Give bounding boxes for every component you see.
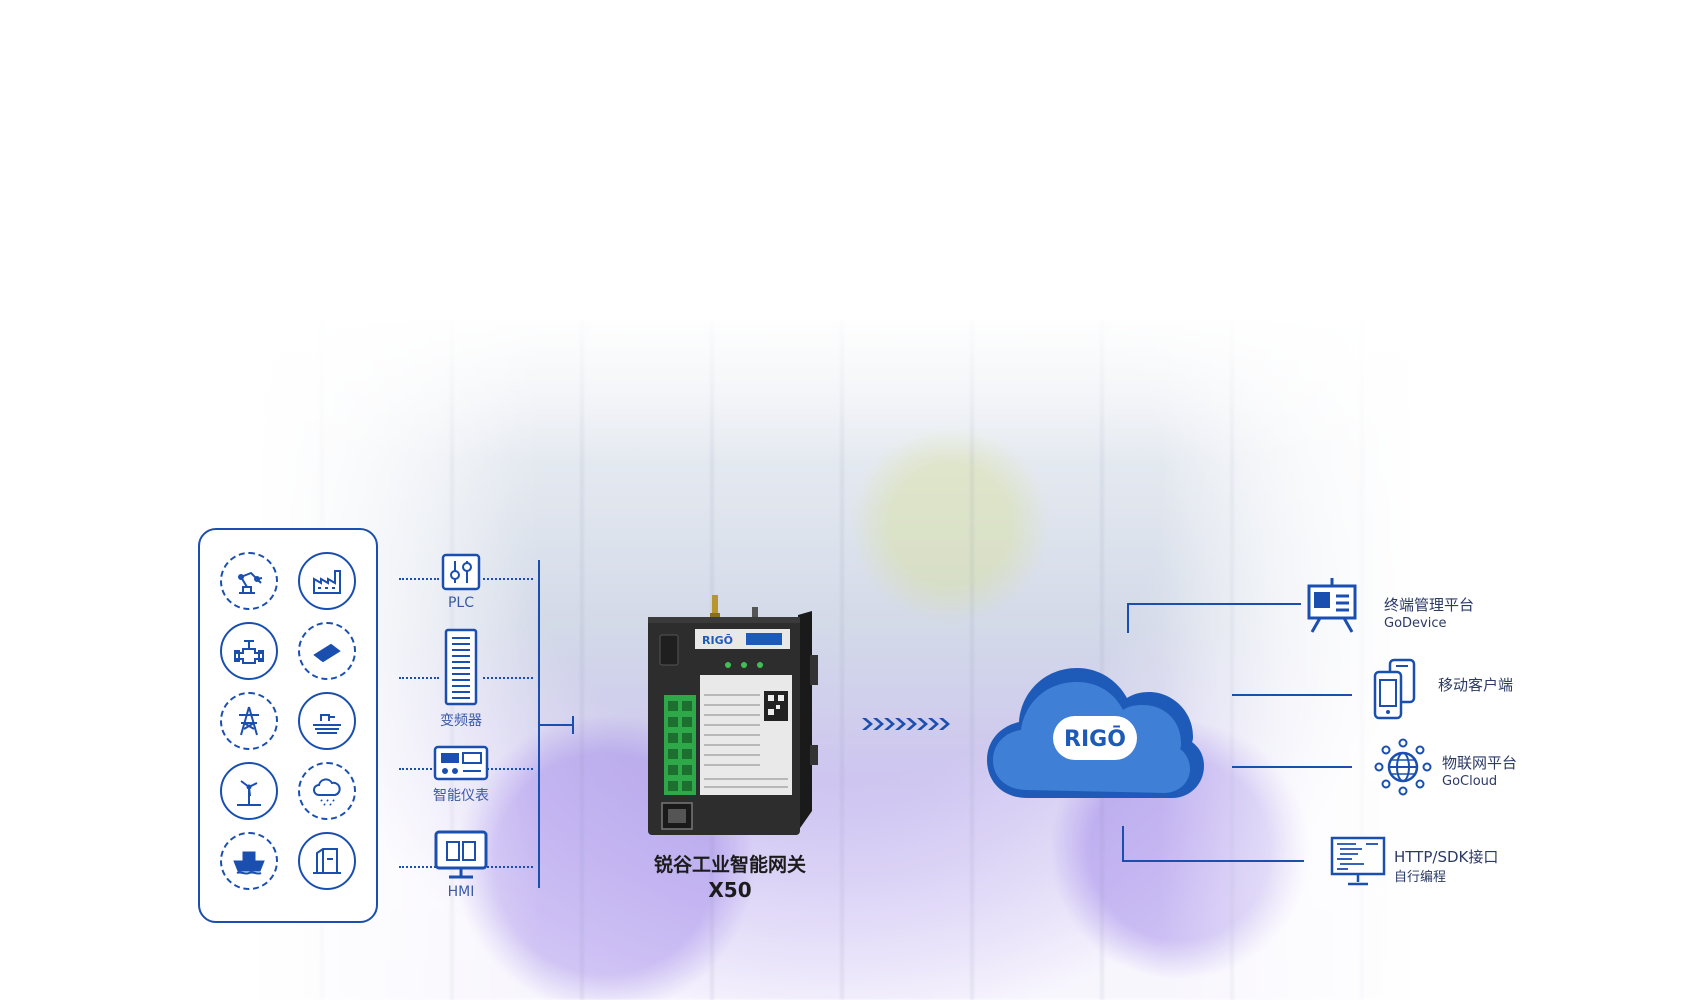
vfd-dotted-link-left (399, 677, 439, 679)
hmi-node: HMI (433, 830, 489, 900)
hmi-label: HMI (447, 884, 475, 900)
terminal-link-horizontal (1127, 603, 1301, 605)
field-icon (298, 692, 356, 750)
weather-cloud-icon (298, 762, 356, 820)
presentation-board-icon (1307, 578, 1357, 633)
ship-icon (220, 832, 278, 890)
meter-label: 智能仪表 (433, 788, 489, 804)
plc-label: PLC (447, 595, 475, 611)
power-tower-icon (220, 692, 278, 750)
terminal-platform-sub: GoDevice (1384, 616, 1447, 631)
vfd-label: 变频器 (440, 713, 482, 729)
iot-globe-icon (1374, 738, 1432, 796)
hmi-dotted-link-right (483, 866, 533, 868)
gateway-device: RIGŌ (640, 595, 820, 845)
hmi-monitor-icon (434, 830, 488, 879)
bus-to-gateway-line (538, 724, 574, 726)
cloud-platform: RIGŌ (987, 668, 1204, 798)
iot-platform-sub: GoCloud (1442, 774, 1498, 789)
plc-dotted-link-right (483, 578, 533, 580)
bus-connector-tick (572, 716, 574, 734)
wind-turbine-icon (220, 762, 278, 820)
hmi-dotted-link-left (399, 866, 439, 868)
api-link-vertical (1122, 826, 1124, 862)
inverter-icon (444, 628, 478, 706)
meter-node: 智能仪表 (430, 745, 492, 805)
mobile-client-label: 移动客户端 (1438, 676, 1514, 694)
mobile-devices-icon (1373, 658, 1416, 720)
api-interface-label: HTTP/SDK接口 (1394, 848, 1499, 866)
factory-icon (298, 552, 356, 610)
plc-dotted-link-left (399, 578, 439, 580)
plc-node: PLC (438, 553, 484, 611)
tank-icon (298, 832, 356, 890)
smart-meter-icon (433, 745, 489, 781)
field-device-panel (198, 528, 378, 923)
terminal-platform-label: 终端管理平台 (1384, 596, 1475, 614)
terminal-link-vertical (1127, 603, 1129, 633)
conveyor-icon (298, 622, 356, 680)
mobile-link (1232, 694, 1352, 696)
gateway-brand-text: RIGŌ (702, 634, 733, 647)
background-fade-top (240, 300, 1460, 460)
vfd-node: 变频器 (438, 628, 484, 730)
gateway-title: 锐谷工业智能网关 (653, 854, 806, 876)
iot-platform-label: 物联网平台 (1442, 754, 1518, 772)
api-link-horizontal (1122, 860, 1304, 862)
robot-arm-icon (220, 552, 278, 610)
data-flow-arrows (862, 718, 950, 730)
vfd-dotted-link-right (483, 677, 533, 679)
meter-dotted-link-right (483, 768, 533, 770)
iot-link (1232, 766, 1352, 768)
code-monitor-icon (1330, 836, 1386, 886)
api-interface-sub: 自行编程 (1394, 870, 1447, 885)
gateway-model: X50 (708, 878, 752, 902)
meter-dotted-link-left (399, 768, 439, 770)
plc-icon (441, 553, 481, 591)
pipe-valve-icon (220, 622, 278, 680)
cloud-logo-text: RIGŌ (1064, 726, 1126, 752)
